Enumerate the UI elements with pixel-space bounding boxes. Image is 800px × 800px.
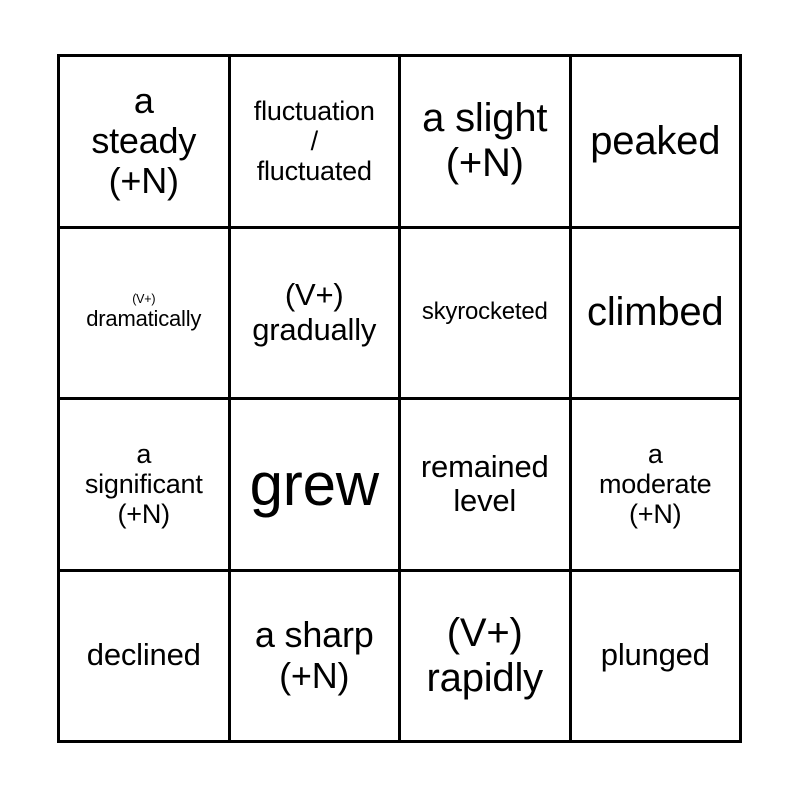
bingo-cell-text-line: gradually <box>252 311 377 347</box>
bingo-cell-text-line: plunged <box>600 637 710 673</box>
bingo-cell-text-line: a sharp <box>254 614 374 656</box>
bingo-cell-text-line: steady <box>91 120 197 162</box>
bingo-cell-r2c1[interactable]: (V+)dramatically <box>60 228 231 400</box>
bingo-cell-text-line: a slight <box>422 96 548 141</box>
bingo-cell-text-line: level <box>453 483 517 519</box>
bingo-cell-text-line: (+N) <box>445 141 524 186</box>
bingo-cell-text-line: a <box>647 438 663 469</box>
bingo-cell-text-line: (+N) <box>279 654 350 696</box>
bingo-cell-text-line: significant <box>84 469 203 500</box>
bingo-cell-text-line: / <box>310 126 319 157</box>
bingo-cell-text-line: (V+) <box>284 277 344 313</box>
bingo-cell-r4c4[interactable]: plunged <box>571 571 742 743</box>
bingo-cell-text-line: climbed <box>587 290 724 335</box>
bingo-cell-text-line: remained <box>420 448 549 484</box>
bingo-cell-r2c2[interactable]: (V+)gradually <box>230 228 401 400</box>
bingo-cell-r4c2[interactable]: a sharp(+N) <box>230 571 401 743</box>
bingo-cell-text-line: (+N) <box>117 499 171 530</box>
bingo-cell-text-line: peaked <box>590 118 721 163</box>
bingo-cell-text-line: moderate <box>599 469 712 500</box>
bingo-cell-text-line: a <box>136 438 152 469</box>
bingo-cell-text-line: fluctuated <box>256 156 372 187</box>
bingo-cell-text-line: a <box>133 79 154 121</box>
bingo-cell-text-line: grew <box>249 450 379 518</box>
bingo-cell-text-line: dramatically <box>86 306 202 332</box>
bingo-cell-text-line: (+N) <box>629 499 682 530</box>
bingo-cell-text-line: declined <box>86 637 201 673</box>
bingo-cell-text-line: rapidly <box>426 655 544 700</box>
bingo-cell-r3c2[interactable]: grew <box>230 400 401 572</box>
bingo-cell-text-line: (+N) <box>108 160 179 202</box>
bingo-cell-r2c3[interactable]: skyrocketed <box>401 228 572 400</box>
bingo-cell-r1c2[interactable]: fluctuation/fluctuated <box>230 57 401 229</box>
bingo-cell-r4c1[interactable]: declined <box>60 571 231 743</box>
bingo-cell-r1c3[interactable]: a slight(+N) <box>401 57 572 229</box>
bingo-cell-text-line: skyrocketed <box>421 298 548 326</box>
bingo-cell-r4c3[interactable]: (V+)rapidly <box>401 571 572 743</box>
bingo-cell-r1c4[interactable]: peaked <box>571 57 742 229</box>
bingo-cell-text-line: (V+) <box>446 610 523 655</box>
bingo-cell-text-line: (V+) <box>132 292 156 307</box>
bingo-cell-text-line: fluctuation <box>253 95 375 126</box>
bingo-cell-r2c4[interactable]: climbed <box>571 228 742 400</box>
